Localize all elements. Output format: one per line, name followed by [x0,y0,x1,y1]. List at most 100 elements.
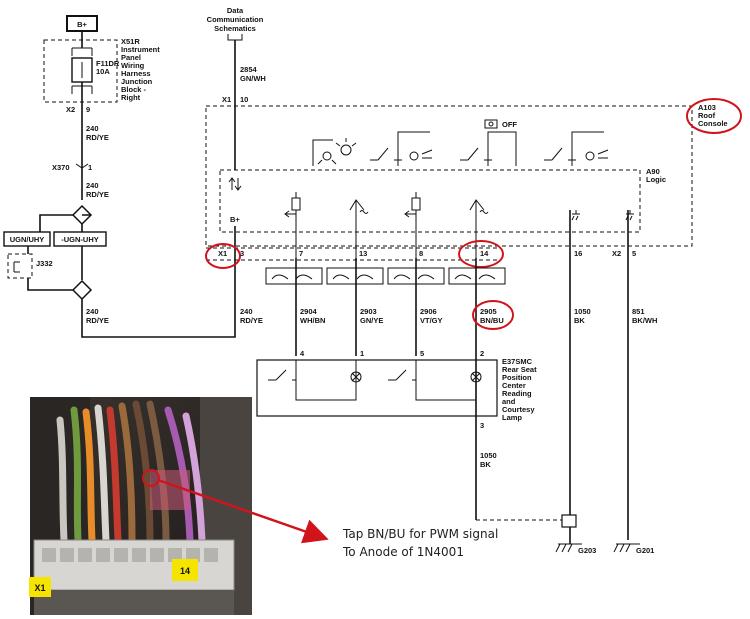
off-label: OFF [502,120,517,129]
photo-14-tag [172,559,198,581]
photo-x1-tag [29,577,51,597]
x1-highlight-circle [205,243,241,269]
svg-text:VT/GY: VT/GY [420,316,443,325]
svg-text:240: 240 [86,307,99,316]
note-line-1: Tap BN/BU for PWM signal [342,527,498,541]
svg-text:5: 5 [420,349,424,358]
svg-text:Roof: Roof [698,111,716,120]
splice-bottom-icon [71,279,93,301]
svg-text:RD/YE: RD/YE [86,190,109,199]
svg-text:WH/BN: WH/BN [300,316,325,325]
svg-text:Console: Console [698,119,728,128]
svg-text:RD/YE: RD/YE [86,133,109,142]
e37-lamp-1-icon [350,371,362,383]
svg-text:1: 1 [360,349,364,358]
e37-switch-2-icon [388,360,477,401]
svg-text:Reading: Reading [502,389,532,398]
svg-text:8: 8 [419,249,423,258]
driver-pin7-icon [284,192,301,258]
photo-14-label: 14 [180,566,190,576]
dome-lamp-icon [312,138,357,166]
svg-text:BK: BK [480,460,491,469]
svg-text:1050: 1050 [574,307,591,316]
svg-text:7: 7 [299,249,303,258]
ground-g201-label: G201 [636,546,654,555]
svg-text:RD/YE: RD/YE [86,316,109,325]
wire-labels: 2904 WH/BN 2903 GN/YE 2906 VT/GY 2905 BN… [300,307,657,325]
wire-2854-label: 2854 GN/WH [240,65,266,83]
svg-text:and: and [502,397,516,406]
ground-symbol-2 [625,210,634,221]
svg-text:X51R: X51R [121,37,140,46]
x51r-junction-block [43,39,118,103]
connector-photo [30,397,252,615]
x370-connector-label: X370 [52,163,70,172]
svg-text:GN/WH: GN/WH [240,74,266,83]
pin14-highlight-circle [458,240,504,268]
svg-text:Logic: Logic [646,175,666,184]
svg-text:A90: A90 [646,167,660,176]
note-line-2: To Anode of 1N4001 [342,545,464,559]
svg-text:Lamp: Lamp [502,413,522,422]
svg-text:4: 4 [300,349,305,358]
a103-label: A103 Roof Console [698,103,728,128]
option-ugn-uhy-label: UGN/UHY [10,235,45,244]
switch-lamp-1-icon [370,131,433,166]
x2-pin-9: 9 [86,105,90,114]
svg-text:2904: 2904 [300,307,318,316]
svg-text:Instrument: Instrument [121,45,160,54]
x1-connector-label: X1 [222,95,231,104]
svg-text:GN/YE: GN/YE [360,316,383,325]
red-arrow [157,478,329,544]
data-arrows-icon [228,177,242,191]
bn-bu-highlight-circle [472,300,514,330]
fuse-name: F11DR [96,59,120,68]
wire-240-d-label: 240 RD/YE [240,307,263,325]
svg-text:Position: Position [502,373,532,382]
svg-text:Center: Center [502,381,526,390]
a103-highlight-circle [686,98,742,134]
a90-label: A90 Logic [646,167,666,184]
svg-text:240: 240 [86,124,99,133]
svg-text:14: 14 [480,249,489,258]
svg-text:BN/BU: BN/BU [480,316,504,325]
e37-lamp-box [256,359,498,417]
svg-text:Data: Data [227,6,244,15]
svg-text:Right: Right [121,93,141,102]
svg-text:Wiring: Wiring [121,61,145,70]
ground-g203-icon [555,543,582,553]
switch-lamp-2-icon [544,131,609,166]
j332-label: J332 [36,259,53,268]
x370-pin-1: 1 [88,163,92,172]
e37-lamp-2-icon [470,371,482,383]
svg-text:Schematics: Schematics [214,24,256,33]
x2-pin-5: 5 [632,249,636,258]
svg-text:16: 16 [574,249,582,258]
e37-switch-1-icon [268,360,357,401]
wire-240-c-label: 240 RD/YE [86,307,109,325]
a90-logic-box [219,169,641,233]
a103-roof-console-box [205,105,693,247]
data-communication-ref: Data Communication Schematics [207,6,264,41]
option-not-ugn-uhy-box [53,231,107,247]
svg-text:BK: BK [574,316,585,325]
svg-text:Harness: Harness [121,69,151,78]
svg-text:2905: 2905 [480,307,497,316]
svg-text:E37SMC: E37SMC [502,357,533,366]
ground-symbol-1 [571,210,580,221]
pins-bottom: 4 1 5 2 [300,349,484,358]
wire-1050-b-label: 1050 BK [480,451,497,469]
pins-top: 3 7 13 8 14 16 [240,249,582,258]
svg-text:2: 2 [480,349,484,358]
e37-label: E37SMC Rear Seat Position Center Reading… [502,357,537,422]
j332-box [7,253,33,279]
vehicle-option-boxes [265,267,506,285]
svg-text:RD/YE: RD/YE [240,316,263,325]
switch-off-icon [460,119,517,166]
svg-text:13: 13 [359,249,367,258]
x51r-label: X51R Instrument Panel Wiring Harness Jun… [121,37,160,102]
svg-text:2903: 2903 [360,307,377,316]
svg-text:2906: 2906 [420,307,437,316]
option-ugn-uhy-box [3,231,51,247]
x1-pin-10: 10 [240,95,248,104]
